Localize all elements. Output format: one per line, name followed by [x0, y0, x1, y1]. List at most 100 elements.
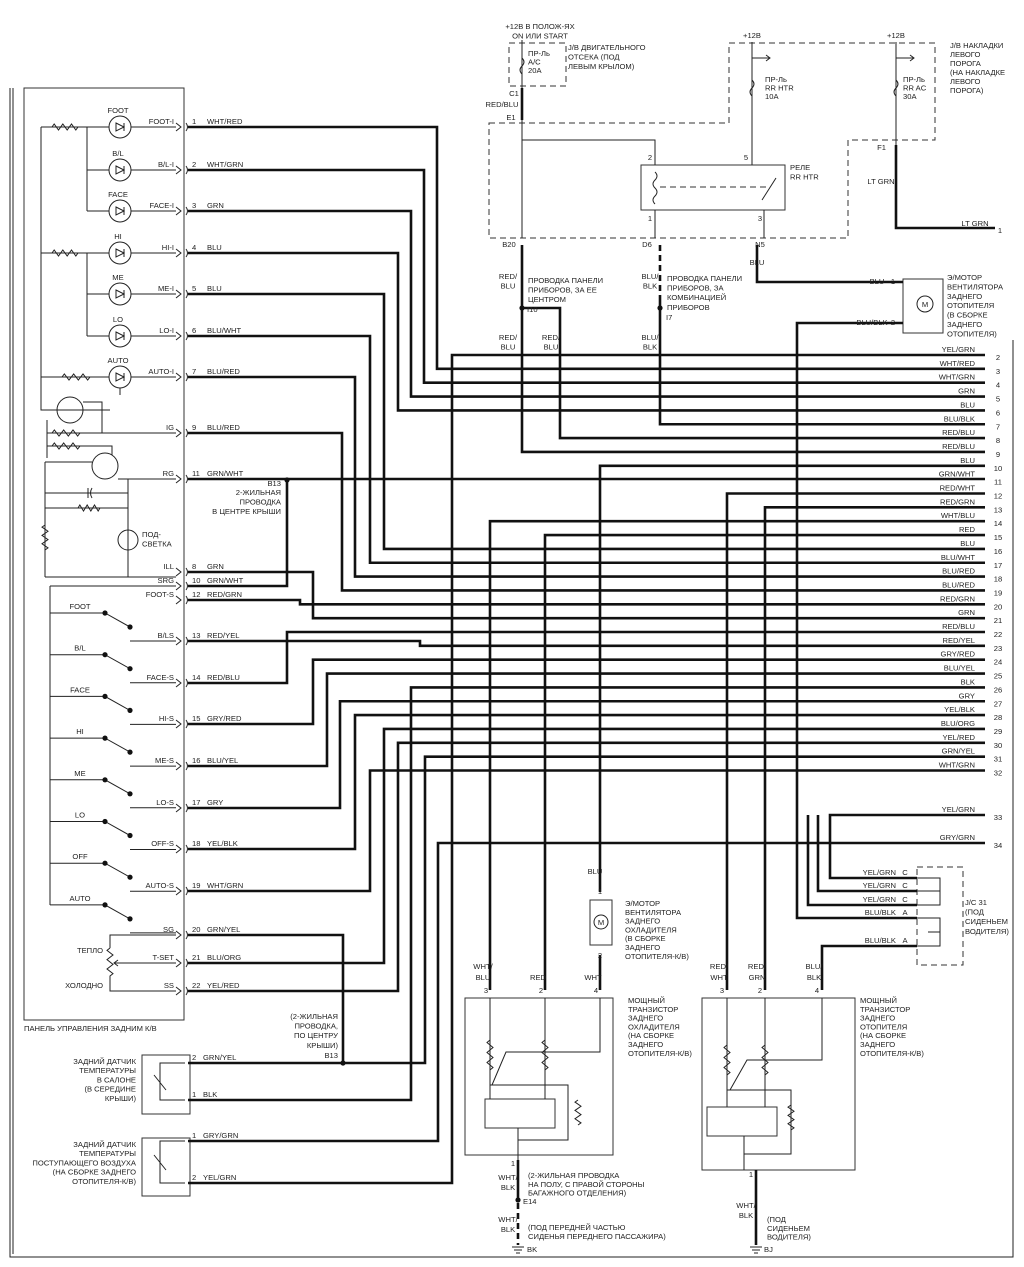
harness-note: ЦЕНТРОМ	[528, 295, 566, 304]
led-icon	[108, 365, 132, 389]
intake-sensor-box	[141, 1137, 191, 1197]
harness-pin-number: 12	[994, 492, 1002, 501]
ground-note: СИДЕНЬЕМ	[767, 1224, 810, 1233]
harness-pin-number: 17	[994, 561, 1002, 570]
panel-pin-number: 22	[192, 981, 200, 990]
wire-blu-n5	[755, 245, 903, 284]
wire-row	[188, 769, 985, 893]
led-label: LO	[113, 315, 123, 324]
intake-sensor-label: ОТОПИТЕЛЯ-К/В)	[72, 1177, 136, 1186]
panel-pin-number: 8	[192, 562, 196, 571]
led-label: ME	[112, 273, 123, 282]
wire-label: GRN	[749, 973, 766, 982]
panel-signal-label: ME-S	[155, 756, 174, 765]
jc31-wire-label: YEL/GRN	[863, 881, 896, 890]
led-label: B/L	[112, 149, 123, 158]
harness-wire-label: YEL/RED	[943, 733, 976, 742]
switch-icon	[50, 695, 176, 725]
heater-motor-label: ОТОПИТЕЛЯ	[947, 301, 994, 310]
ignition-supply-label: +12В В ПОЛОЖ-ЯХ	[505, 22, 574, 31]
wire-row	[188, 431, 985, 592]
panel-pin-number: 9	[192, 423, 196, 432]
panel-pin-number: 14	[192, 673, 200, 682]
panel-wire-label: BLU/ORG	[207, 953, 241, 962]
wire-label: BLU/	[642, 333, 660, 342]
led-icon	[108, 241, 132, 265]
connector-icon	[175, 248, 188, 258]
panel-wire-label: YEL/BLK	[207, 839, 238, 848]
engine-jb-label: ОТСЕКА (ПОД	[568, 53, 620, 62]
harness-wire-label: BLU/RED	[942, 580, 975, 589]
wire-label: BLK	[643, 282, 657, 291]
panel-wire-label: GRY/RED	[207, 714, 242, 723]
switch-contact	[102, 735, 108, 741]
wire-red-wht	[725, 492, 985, 990]
cooler-motor-label: Э/МОТОР	[625, 899, 660, 908]
jc31-label: (ПОД	[965, 908, 984, 917]
wire-row	[188, 375, 985, 578]
heater-motor-box	[902, 278, 944, 334]
harness-pin-number: 24	[994, 658, 1002, 667]
wire-label: BLK	[501, 1183, 515, 1192]
harness-wire-label: YEL/BLK	[944, 705, 975, 714]
splice-id: I10	[527, 305, 538, 314]
panel-signal-label: LO-S	[156, 798, 174, 807]
relay-contact-icon	[761, 177, 777, 201]
harness-wire-label: BLU	[960, 456, 975, 465]
harness-pin-number: 5	[996, 395, 1000, 404]
panel-signal-label: SS	[164, 981, 174, 990]
wire-label: BLU	[750, 258, 765, 267]
connector-icon	[175, 595, 188, 605]
wire-row	[188, 727, 985, 965]
harness-pin-number: 27	[994, 699, 1002, 708]
wire-label: RED/	[710, 962, 729, 971]
wire-row	[188, 334, 985, 565]
harness-wire-label: GRN/YEL	[942, 747, 975, 756]
splice-i10	[519, 305, 525, 311]
jc31-pin: A	[902, 936, 908, 945]
panel-signal-label: T-SET	[152, 953, 174, 962]
relay-pin: 1	[648, 214, 652, 223]
cooler-motor-label: (В СБОРКЕ	[625, 934, 666, 943]
harness-pin-number: 20	[994, 602, 1002, 611]
connector-icon	[175, 719, 188, 729]
switch-contact	[102, 693, 108, 700]
wire-label: BLK	[501, 1225, 515, 1234]
roof-splice-note: В ЦЕНТРЕ КРЫШИ	[212, 507, 281, 516]
resistor-icon	[51, 123, 91, 381]
panel-pin-number: 16	[192, 756, 200, 765]
roof-splice-id: B13	[324, 1051, 338, 1060]
harness-pin-number: 9	[996, 450, 1000, 459]
harness-pin-number: 28	[994, 713, 1002, 722]
harness-wire-label: YEL/GRN	[942, 345, 975, 354]
ground-note: (ПОД	[767, 1215, 786, 1224]
switch-label: AUTO	[70, 894, 91, 903]
heater-transistor-label: ЗАДНЕГО	[860, 1014, 895, 1023]
jc31-label: ВОДИТЕЛЯ)	[965, 927, 1009, 936]
harness-wire-label: WHT/GRN	[939, 373, 975, 382]
panel-wire-label: YEL/RED	[207, 981, 240, 990]
wire-blk-sensor	[188, 686, 985, 1102]
connector-b20: B20	[502, 240, 516, 249]
intake-sensor-label: ПОСТУПАЮЩЕГО ВОЗДУХА	[32, 1158, 137, 1167]
relay-pin: 2	[648, 153, 652, 162]
harness-wire-label: GRY/RED	[941, 650, 976, 659]
connector-icon	[175, 289, 188, 299]
switch-contact	[102, 818, 108, 825]
outer-frame	[9, 88, 1014, 1258]
led-icon	[108, 115, 132, 139]
panel-pin-number: 17	[192, 798, 200, 807]
wire-label: RED/	[499, 333, 518, 342]
panel-pin-number: 6	[192, 326, 196, 335]
harness-wire-label: GRY/GRN	[940, 833, 975, 842]
cooler-motor-label: ОТОПИТЕЛЯ-К/В)	[625, 952, 689, 961]
supply-arrow-icons	[752, 54, 915, 62]
wire-blu-blk-heater	[820, 944, 917, 990]
roof-splice-note: ПО ЦЕНТРУ	[294, 1031, 338, 1040]
harness-pin-number: 1	[998, 226, 1002, 235]
cooler-transistor-label: ОТОПИТЕЛЯ-К/В)	[628, 1049, 692, 1058]
cooler-transistor-label: (НА СБОРКЕ	[628, 1031, 674, 1040]
jb-internal-lines	[521, 120, 656, 238]
ground-note: (ПОД ПЕРЕДНЕЙ ЧАСТЬЮ	[528, 1223, 626, 1232]
switch-contact	[127, 749, 133, 755]
